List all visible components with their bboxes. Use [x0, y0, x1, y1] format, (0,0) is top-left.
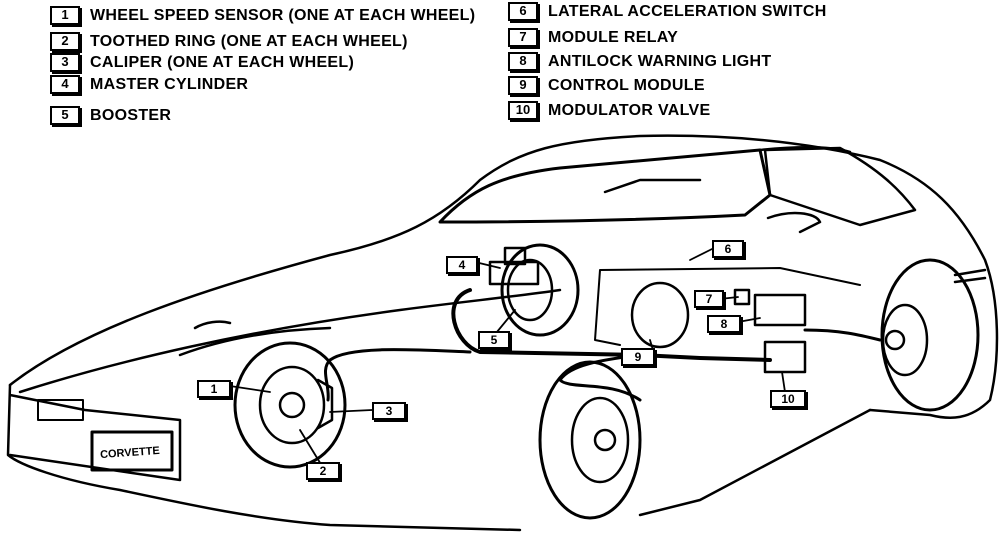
callout-8: 8 — [707, 315, 741, 333]
legend-number: 7 — [508, 28, 538, 47]
legend-label: BOOSTER — [90, 106, 172, 124]
legend-number: 6 — [508, 2, 538, 21]
legend-number: 4 — [50, 75, 80, 94]
legend-number: 9 — [508, 76, 538, 95]
headlight-left — [37, 399, 84, 421]
car-hood-line — [18, 288, 562, 394]
hood-vent — [193, 320, 232, 330]
legend-label: MODULATOR VALVE — [548, 101, 711, 119]
callout-6: 6 — [712, 240, 744, 258]
callout-3: 3 — [372, 402, 406, 420]
callout-4: 4 — [446, 256, 478, 274]
front-left-rotor — [258, 365, 326, 445]
license-plate — [90, 430, 174, 472]
front-left-caliper — [316, 378, 334, 430]
wiring-harness — [594, 267, 861, 346]
legend-item-6: 6 LATERAL ACCELERATION SWITCH — [508, 2, 827, 21]
legend-label: ANTILOCK WARNING LIGHT — [548, 52, 772, 70]
brake-line-main — [451, 288, 772, 362]
legend-number: 5 — [50, 106, 80, 125]
mirror — [766, 211, 822, 234]
legend-item-10: 10 MODULATOR VALVE — [508, 101, 710, 120]
roof-line — [758, 145, 852, 154]
legend-number: 10 — [508, 101, 538, 120]
legend-item-7: 7 MODULE RELAY — [508, 28, 678, 47]
brake-line-rear — [558, 353, 642, 402]
rear-right-rotor — [881, 303, 929, 377]
legend-number: 2 — [50, 32, 80, 51]
legend-item-5: 5 BOOSTER — [50, 106, 171, 125]
plate-text: CORVETTE — [100, 445, 160, 461]
legend-number: 3 — [50, 53, 80, 72]
callout-7: 7 — [694, 290, 724, 308]
legend-label: CONTROL MODULE — [548, 76, 705, 94]
callout-2: 2 — [306, 462, 340, 480]
legend-number: 1 — [50, 6, 80, 25]
legend-label: LATERAL ACCELERATION SWITCH — [548, 2, 827, 20]
front-left-wheel — [233, 341, 347, 469]
legend-label: CALIPER (ONE AT EACH WHEEL) — [90, 53, 355, 71]
wiper — [603, 178, 702, 194]
front-bumper — [8, 393, 182, 482]
legend-label: TOOTHED RING (ONE AT EACH WHEEL) — [90, 32, 408, 50]
modulator-valve — [763, 340, 807, 374]
legend-item-4: 4 MASTER CYLINDER — [50, 75, 248, 94]
legend-label: MASTER CYLINDER — [90, 75, 249, 93]
rear-left-rotor — [570, 396, 630, 484]
legend-item-9: 9 CONTROL MODULE — [508, 76, 705, 95]
legend-number: 8 — [508, 52, 538, 71]
car-fender-line — [178, 326, 332, 357]
front-left-hub — [278, 391, 306, 419]
brake-line-right — [803, 328, 882, 342]
legend-item-8: 8 ANTILOCK WARNING LIGHT — [508, 52, 771, 71]
legend-item-2: 2 TOOTHED RING (ONE AT EACH WHEEL) — [50, 32, 408, 51]
callout-10: 10 — [770, 390, 806, 408]
brake-line-front — [324, 348, 472, 402]
reservoir — [503, 246, 527, 266]
brake-booster — [500, 243, 580, 337]
car-lower-body — [6, 383, 872, 532]
control-module — [753, 293, 807, 327]
rear-right-wheel — [880, 258, 980, 412]
callout-9: 9 — [621, 348, 655, 366]
callout-5: 5 — [478, 331, 510, 349]
legend-label: MODULE RELAY — [548, 28, 679, 46]
rear-left-hub — [593, 428, 617, 452]
windshield — [438, 148, 772, 224]
legend-item-3: 3 CALIPER (ONE AT EACH WHEEL) — [50, 53, 354, 72]
rear-right-hub — [884, 329, 906, 351]
car-body-outline — [8, 134, 999, 420]
master-cylinder — [488, 260, 540, 286]
steering-column — [630, 281, 690, 349]
callout-1: 1 — [197, 380, 231, 398]
legend-label: WHEEL SPEED SENSOR (ONE AT EACH WHEEL) — [90, 6, 476, 24]
legend-item-1: 1 WHEEL SPEED SENSOR (ONE AT EACH WHEEL) — [50, 6, 475, 25]
booster-face — [506, 258, 554, 322]
